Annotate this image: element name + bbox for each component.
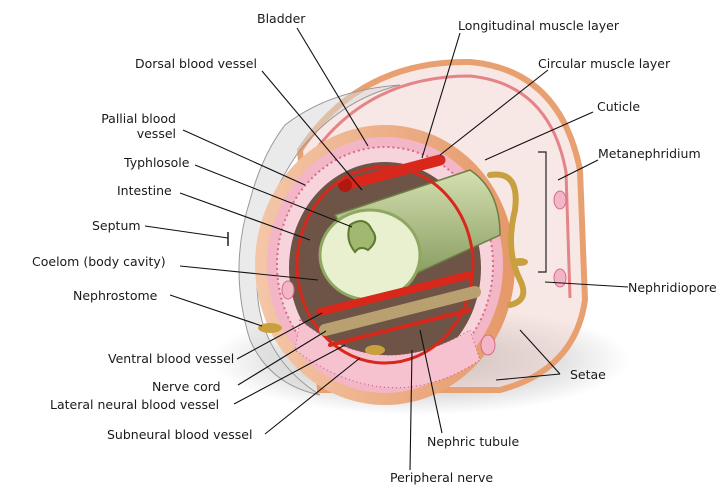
label-subneural-blood-vessel: Subneural blood vessel (107, 427, 252, 442)
label-peripheral-nerve: Peripheral nerve (390, 470, 493, 485)
label-cuticle: Cuticle (597, 99, 640, 114)
intestine-lumen (320, 210, 420, 300)
label-longitudinal-muscle: Longitudinal muscle layer (458, 18, 619, 33)
label-typhlosole: Typhlosole (124, 155, 189, 170)
label-coelom: Coelom (body cavity) (32, 254, 166, 269)
setae-bump-1 (481, 335, 495, 355)
label-nerve-cord: Nerve cord (152, 379, 221, 394)
label-circular-muscle: Circular muscle layer (538, 56, 670, 71)
label-setae: Setae (570, 367, 606, 382)
label-lateral-neural-blood-vessel: Lateral neural blood vessel (50, 397, 219, 412)
label-ventral-blood-vessel: Ventral blood vessel (108, 351, 234, 366)
label-dorsal-blood-vessel: Dorsal blood vessel (135, 56, 257, 71)
label-nephric-tubule: Nephric tubule (427, 434, 519, 449)
setae-bump-2 (554, 191, 566, 209)
nephrostome-1 (258, 323, 282, 333)
label-bladder: Bladder (257, 11, 305, 26)
nephrostome-2 (365, 345, 385, 355)
label-nephrostome: Nephrostome (73, 288, 157, 303)
label-nephridiopore: Nephridiopore (628, 280, 717, 295)
label-septum: Septum (92, 218, 141, 233)
label-metanephridium: Metanephridium (598, 146, 701, 161)
label-pallial-blood-vessel-line2: vessel (92, 126, 176, 141)
nephrostome-3 (512, 258, 528, 266)
leader-septum (145, 226, 228, 238)
label-intestine: Intestine (117, 183, 172, 198)
setae-bump-3 (554, 269, 566, 287)
label-pallial-blood-vessel-line1: Pallial blood (92, 111, 176, 126)
setae-bump-4 (282, 281, 294, 299)
